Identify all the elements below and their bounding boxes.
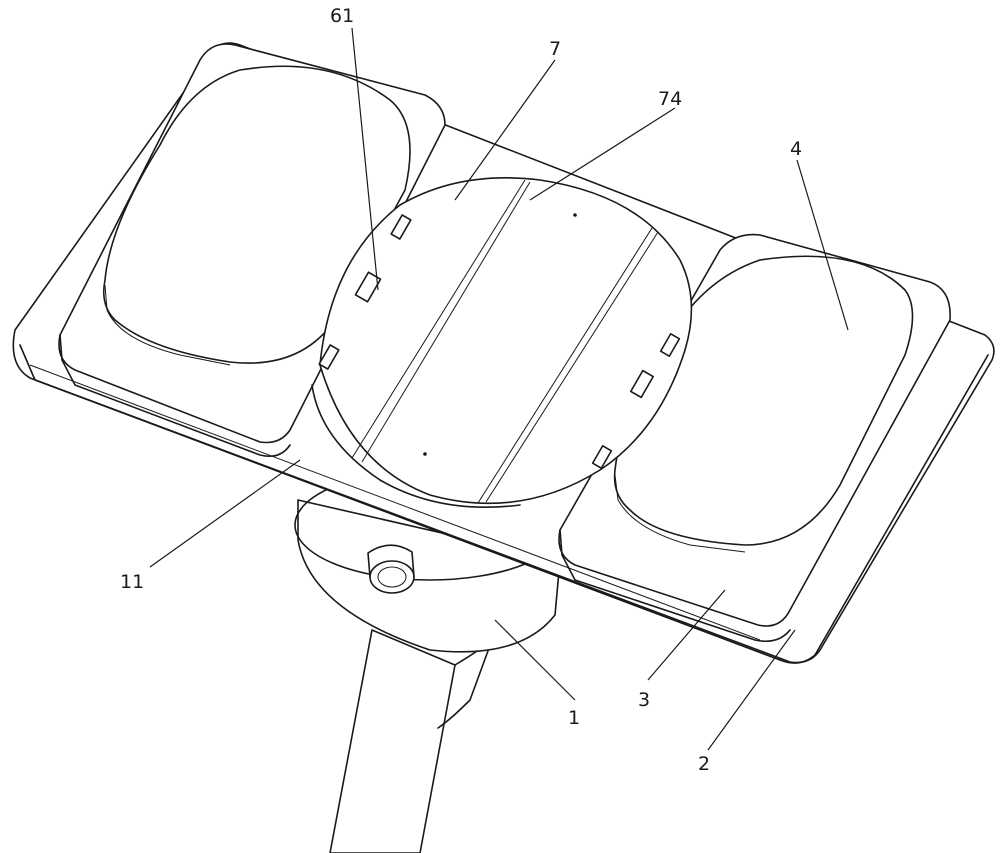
label-3: 3 — [638, 689, 650, 711]
pipe-fitting — [370, 561, 414, 593]
label-74: 74 — [658, 88, 682, 110]
label-11: 11 — [120, 571, 144, 593]
support-post — [330, 630, 492, 853]
label-1: 1 — [568, 707, 580, 729]
label-2: 2 — [698, 753, 710, 775]
label-7: 7 — [549, 38, 561, 60]
label-4: 4 — [790, 138, 802, 160]
label-61: 61 — [330, 5, 354, 27]
